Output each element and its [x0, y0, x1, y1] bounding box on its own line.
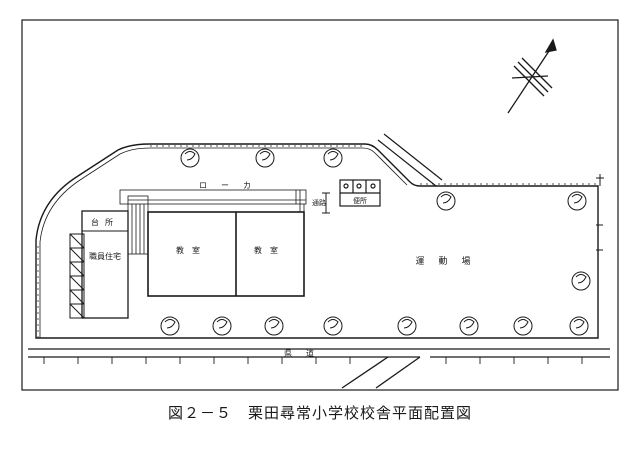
- trees: [160, 148, 591, 336]
- prefectural-road: [28, 348, 610, 389]
- passage-marker: [322, 192, 330, 214]
- tree: [323, 316, 343, 336]
- site-boundary-inner: [39, 147, 408, 338]
- access-lane: [377, 133, 443, 187]
- tree: [180, 148, 200, 168]
- tree: [569, 316, 589, 336]
- label-passage: 通路: [312, 198, 326, 207]
- label-road: 県道: [284, 348, 328, 358]
- school-building: [147, 211, 305, 297]
- tree: [436, 191, 456, 211]
- label-classroom-right: 教室: [254, 245, 286, 255]
- tree: [255, 148, 275, 168]
- label-corridor: ローカ: [199, 181, 265, 190]
- tree: [571, 271, 591, 291]
- tree: [160, 316, 180, 336]
- figure-frame: [21, 19, 619, 391]
- toilet-block: [339, 179, 381, 207]
- fence-ticks: [37, 145, 598, 338]
- figure-caption: 図２－５ 栗田尋常小学校校舎平面配置図: [167, 404, 472, 422]
- corridor: [119, 189, 307, 255]
- housing-lattice: [69, 233, 85, 319]
- east-gate: [596, 174, 604, 251]
- label-toilet: 便所: [353, 196, 367, 205]
- tree: [212, 316, 232, 336]
- label-kitchen: 台所: [91, 217, 119, 227]
- label-staff-housing: 職員住宅: [89, 251, 121, 261]
- tree: [323, 148, 343, 168]
- tree: [459, 316, 479, 336]
- north-arrow: [507, 38, 557, 114]
- label-classroom-left: 教室: [176, 245, 208, 255]
- tree: [264, 316, 284, 336]
- label-playground: 運動場: [415, 255, 484, 267]
- road-ticks: [43, 357, 583, 364]
- tree: [567, 191, 587, 211]
- tree: [513, 316, 533, 336]
- tree: [397, 316, 417, 336]
- staff-housing: [81, 210, 129, 319]
- site-boundary: [35, 143, 599, 339]
